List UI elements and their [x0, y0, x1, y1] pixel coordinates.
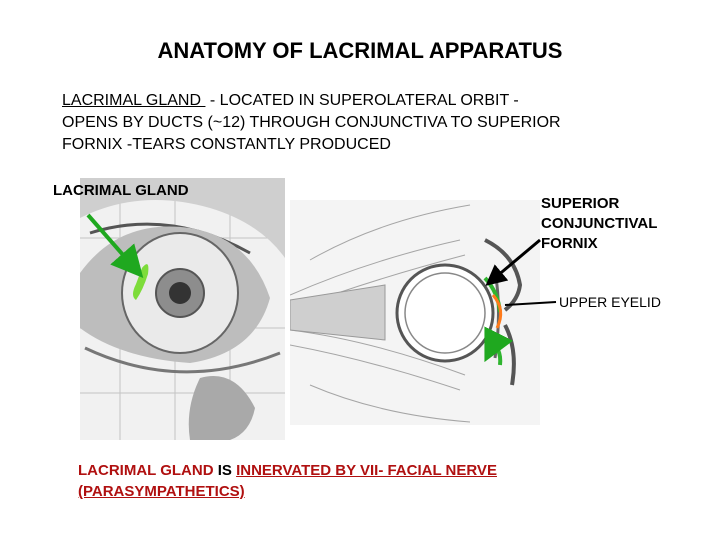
- label-superior-fornix: SUPERIOR CONJUNCTIVAL FORNIX: [541, 194, 657, 254]
- caption: LACRIMAL GLAND IS INNERVATED BY VII- FAC…: [78, 460, 638, 502]
- caption-is: IS: [213, 462, 237, 479]
- eye-illustration: [80, 178, 285, 440]
- label-fornix-line-3: FORNIX: [541, 235, 598, 252]
- intro-term: LACRIMAL GLAND: [62, 92, 201, 109]
- intro-line-2: OPENS BY DUCTS (~12) THROUGH CONJUNCTIVA…: [62, 114, 561, 131]
- sagittal-section-illustration: [290, 200, 540, 425]
- intro-line-1: LACRIMAL GLAND - LOCATED IN SUPEROLATERA…: [62, 90, 702, 112]
- intro-text: LACRIMAL GLAND - LOCATED IN SUPEROLATERA…: [62, 90, 702, 156]
- label-fornix-line-2: CONJUNCTIVAL: [541, 215, 658, 232]
- eyelid-pointer: [504, 301, 557, 306]
- lacrimal-gland-pointer: [86, 213, 144, 279]
- caption-line-1: LACRIMAL GLAND IS INNERVATED BY VII- FAC…: [78, 460, 638, 481]
- fornix-pointer: [485, 238, 541, 286]
- caption-term: LACRIMAL GLAND: [78, 462, 214, 479]
- lacrimal-gland-shape: [133, 264, 149, 300]
- caption-line-2: (PARASYMPATHETICS): [78, 483, 245, 500]
- intro-line-3: FORNIX -TEARS CONSTANTLY PRODUCED: [62, 136, 391, 153]
- conjunctiva-orange: [491, 294, 503, 329]
- label-upper-eyelid: UPPER EYELID: [559, 294, 661, 310]
- slide-title: ANATOMY OF LACRIMAL APPARATUS: [157, 38, 563, 63]
- intro-rest: - LOCATED IN SUPEROLATERAL ORBIT -: [205, 92, 519, 109]
- pupil: [169, 282, 191, 304]
- caption-innervation: INNERVATED BY VII- FACIAL NERVE: [236, 462, 497, 479]
- label-lacrimal-gland: LACRIMAL GLAND: [53, 182, 189, 199]
- globe-section: [395, 263, 495, 363]
- label-fornix-line-1: SUPERIOR: [541, 195, 620, 212]
- lower-green-pointer: [484, 326, 514, 363]
